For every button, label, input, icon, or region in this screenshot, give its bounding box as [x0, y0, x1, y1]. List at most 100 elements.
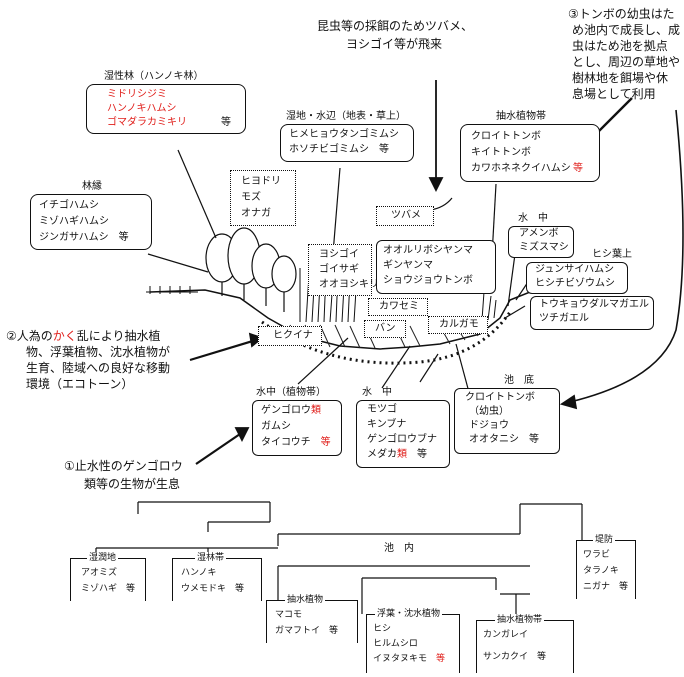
water-chestnut-item: ジュンサイハムシ — [535, 264, 615, 275]
underwater-right-heading: 水 中 — [518, 213, 548, 224]
emergent-item: ガマフトイ 等 — [275, 626, 339, 636]
underwater-mid-item-text: 等 — [407, 449, 427, 460]
ecotone-note-line: 生育、陸域への良好な移動 — [26, 361, 171, 375]
swallow-label: ツバメ — [391, 210, 421, 221]
frog-item: ツチガエル — [539, 313, 589, 324]
underwater-mid-item-text: メダカ — [367, 449, 397, 460]
emergent-zone-suffix: 等 — [573, 163, 583, 174]
swallow-box: ツバメ — [376, 206, 434, 226]
underwater-mid-heading: 水 中 — [362, 387, 392, 398]
heron-item: オオヨシキリ — [319, 279, 379, 290]
underwater-mid-item: メダカ類 等 — [367, 448, 427, 462]
pond-bottom-item: （幼虫） — [469, 406, 509, 417]
crake-label: ヒクイナ — [273, 330, 313, 341]
water-plant-item: ゲンゴロウ類 — [261, 404, 321, 418]
emergent-zone-heading: 抽水植物帯 — [496, 111, 546, 122]
water-plant-box: ゲンゴロウ類 ガムシ タイコウチ 等 — [252, 400, 342, 456]
emergent-zone-box: クロイトトンボ キイトトンボ カワホネネクイハムシ 等 — [460, 124, 600, 182]
water-plant-item-text: タイコウチ — [261, 437, 321, 448]
forest-edge-box: イチゴハムシ ミゾハギハムシ ジンガサハムシ 等 — [30, 194, 152, 250]
underwater-right-item: アメンボ — [519, 228, 559, 239]
dragonfly-note-line: め池内で成長し、成 — [572, 23, 681, 37]
pond-inside-label: 池 内 — [384, 543, 414, 554]
ecotone-note: ②人為のかく乱により抽水植 物、浮葉植物、沈水植物が 生育、陸域への良好な移動 … — [6, 328, 170, 392]
forest-edge-item: ジンガサハムシ 等 — [39, 232, 129, 243]
vegetation-tree-lines — [95, 501, 583, 620]
heron-item: ゴイサギ — [319, 264, 359, 275]
still-water-note-line-1: ①止水性のゲンゴロウ — [64, 459, 183, 473]
wet-forest-heading: 湿性林（ハンノキ林） — [104, 71, 204, 82]
land-bird-item: オナガ — [241, 208, 271, 219]
marsh-group: 湿潤地 アオミズ ミゾハギ 等 — [70, 552, 146, 601]
pond-bottom-item: オオタニシ 等 — [469, 434, 539, 445]
wet-forest-item: ハンノキハムシ — [107, 103, 177, 114]
wet-zone-group: 湿林帯 ハンノキ ウメモドキ 等 — [172, 552, 262, 601]
embankment-item: タラノキ — [583, 566, 619, 576]
pond-bottom-item: クロイトトンボ — [465, 392, 535, 403]
water-chestnut-box: ジュンサイハムシ ヒシチビゾウムシ — [526, 262, 628, 294]
frog-item: トウキョウダルマガエル — [539, 299, 649, 310]
wetland-edge-item: ヒメヒョウタンゴミムシ — [289, 129, 399, 140]
heron-item: ヨシゴイ — [319, 249, 359, 260]
underwater-mid-box: モツゴ キンブナ ゲンゴロウブナ メダカ類 等 — [356, 400, 450, 468]
underwater-right-item: ミズスマシ — [519, 242, 569, 253]
underwater-right-box: アメンボ ミズスマシ — [508, 226, 574, 258]
moorhen-box: バン — [364, 320, 406, 338]
moorhen-label: バン — [375, 323, 396, 334]
land-bird-item: モズ — [241, 192, 261, 203]
bird-note-line-2: ヨシゴイ等が飛来 — [346, 37, 443, 51]
water-plant-item-text: ゲンゴロウ — [261, 405, 311, 416]
forest-edge-heading: 林縁 — [82, 181, 102, 192]
wet-zone-item: ウメモドキ 等 — [181, 584, 245, 594]
pond-bottom-item: ドジョウ — [469, 420, 509, 431]
still-water-note-line-2: 類等の生物が生息 — [84, 477, 181, 491]
embankment-item: ニガナ 等 — [583, 582, 629, 592]
wet-forest-item: ミドリシジミ — [107, 89, 167, 100]
embankment-item: ワラビ — [583, 550, 611, 560]
wet-forest-suffix: 等 — [221, 117, 231, 128]
floating-heading: 浮葉・沈水植物 — [375, 608, 443, 620]
forest-edge-item: イチゴハムシ — [39, 200, 99, 211]
emergent-heading: 抽水植物 — [285, 594, 326, 606]
crake-box: ヒクイナ — [258, 326, 322, 346]
embankment-heading: 堤防 — [593, 534, 616, 546]
wet-zone-item: ハンノキ — [181, 568, 217, 578]
trees — [205, 227, 297, 312]
land-birds-box: ヒヨドリ モズ オナガ — [230, 170, 296, 226]
wet-forest-item: ゴマダラカミキリ — [107, 117, 187, 128]
embankment-group: 堤防 ワラビ タラノキ ニガナ 等 — [576, 534, 636, 599]
kingfisher-box: カワセミ — [368, 298, 428, 316]
wetland-edge-item: ホソチビゴミムシ 等 — [289, 144, 389, 155]
floating-group: 浮葉・沈水植物 ヒシ ヒルムシロ イヌタヌキモ 等 — [366, 608, 460, 673]
water-plant-heading: 水中（植物帯） — [256, 387, 326, 398]
emergent2-group: 抽水植物帯 カンガレイ サンカクイ 等 — [476, 614, 574, 673]
emergent2-heading: 抽水植物帯 — [495, 614, 545, 626]
land-bird-item: ヒヨドリ — [241, 176, 281, 187]
dragonfly-note-line: とし、周辺の草地や — [572, 55, 681, 69]
emergent-item: マコモ — [275, 610, 303, 620]
wetland-edge-heading: 湿地・水辺（地表・草上） — [286, 111, 406, 122]
dragonfly-item: ギンヤンマ — [383, 260, 433, 271]
underwater-mid-item: モツゴ — [367, 404, 397, 415]
floating-item-text: イヌタヌキモ — [373, 654, 437, 664]
frogs-box: トウキョウダルマガエル ツチガエル — [530, 296, 654, 330]
ecotone-note-text: 乱により抽水植 — [76, 329, 161, 343]
water-plant-item: ガムシ — [261, 421, 291, 432]
emergent-zone-item: カワホネネクイハムシ — [471, 163, 571, 174]
dragonfly-note-line: ③トンボの幼虫はた — [568, 7, 675, 21]
ecotone-note-line: ②人為のかく乱により抽水植 — [6, 328, 161, 344]
floating-item: ヒシ — [373, 624, 392, 634]
ecotone-note-line: 物、浮葉植物、沈水植物が — [26, 345, 171, 359]
marsh-item: アオミズ — [81, 568, 118, 578]
forest-edge-item: ミゾハギハムシ — [39, 216, 109, 227]
emergent-zone-item: クロイトトンボ — [471, 131, 541, 142]
wet-zone-heading: 湿林帯 — [195, 552, 227, 564]
water-plant-item-highlight: 等 — [320, 437, 331, 448]
emergent-zone-item: キイトトンボ — [471, 147, 531, 158]
underwater-mid-item: キンブナ — [367, 419, 407, 430]
emergent-group: 抽水植物 マコモ ガマフトイ 等 — [266, 594, 358, 643]
floating-item: ヒルムシロ — [373, 639, 418, 649]
dragonfly-note: ③トンボの幼虫はた め池内で成長し、成 虫はため池を拠点 とし、周辺の草地や 樹… — [568, 6, 680, 102]
water-chestnut-heading: ヒシ葉上 — [592, 249, 632, 260]
ecotone-note-line: 環境（エコトーン） — [26, 377, 134, 391]
